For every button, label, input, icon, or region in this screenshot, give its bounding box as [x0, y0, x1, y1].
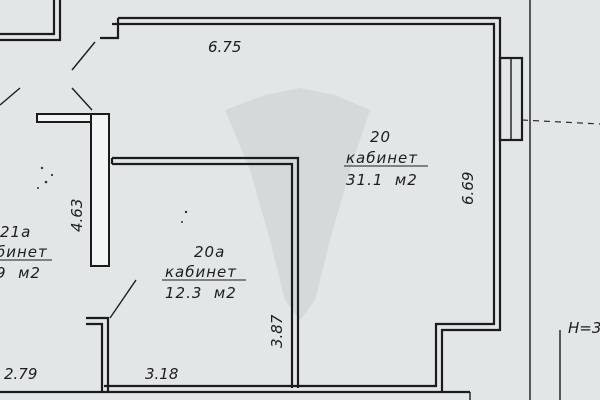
door-swing-top — [71, 41, 96, 71]
room-20-label: 20 кабинет 31.1 м2 — [344, 128, 428, 189]
room-20a-area: 12.3 м2 — [165, 284, 237, 302]
dimension-top: 6.75 — [208, 38, 241, 56]
room-21a-label: 21а бинет 9 м2 — [0, 223, 52, 282]
room-20a-name: кабинет — [165, 263, 237, 281]
outer-walls — [0, 0, 502, 392]
room-20-name: кабинет — [346, 149, 418, 167]
partition-inner — [110, 156, 300, 388]
bottom-walls — [0, 330, 561, 400]
height-mark: H=3 — [568, 319, 600, 337]
scan-specks — [37, 166, 188, 223]
room-21a-number: 21а — [0, 223, 31, 241]
window-right — [498, 0, 600, 400]
dimension-right: 6.69 — [459, 172, 477, 205]
dimension-left-partition: 4.63 — [68, 199, 86, 232]
partition-left — [36, 113, 110, 267]
room-20a-number: 20а — [194, 243, 225, 261]
door-20a — [86, 279, 137, 392]
dimension-bottom-left: 2.79 — [4, 365, 37, 383]
dimension-bottom-mid: 3.18 — [145, 365, 178, 383]
room-20a-label: 20а кабинет 12.3 м2 — [162, 243, 246, 302]
room-20-number: 20 — [370, 128, 391, 146]
room-21a-name: бинет — [0, 243, 48, 261]
door-swing-left — [71, 87, 93, 111]
room-20-area: 31.1 м2 — [346, 171, 418, 189]
room-21a-area: 9 м2 — [0, 264, 41, 282]
dimension-inner-partition: 3.87 — [268, 314, 286, 348]
